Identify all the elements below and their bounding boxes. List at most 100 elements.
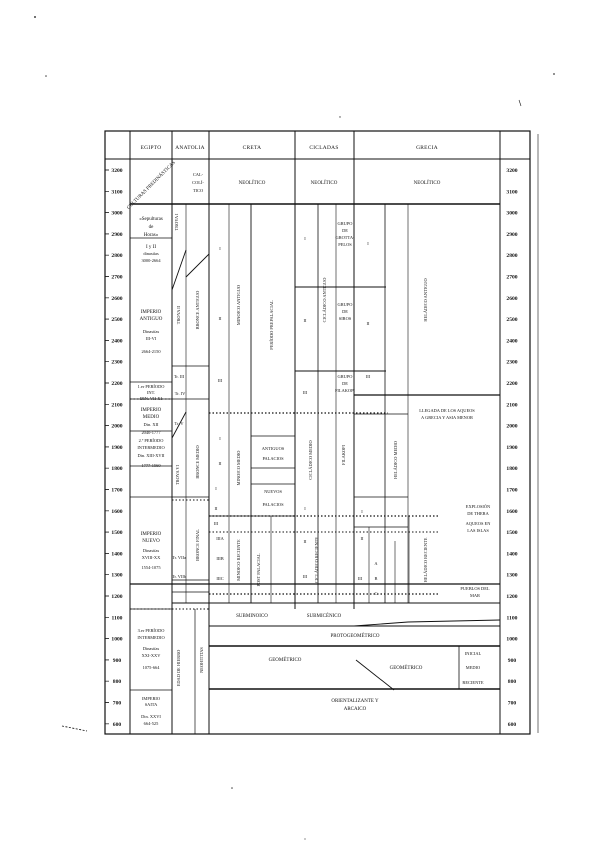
egipto-p1-0: 1.er PERÍODO [138, 384, 165, 389]
cicladas-fila-1: DE [342, 381, 348, 386]
creta-minoico-antiguo: MINOICO ANTIGUO [236, 285, 241, 325]
egipto-p2-3: 1777-1560 [141, 463, 161, 468]
creta-periodo-prepalacial: PERÍODO PREPALACIAL [269, 300, 274, 350]
year-label: 2800 [506, 253, 517, 259]
anatolia-troya-viib: Tr. VIIb [172, 574, 187, 579]
year-label: 1700 [506, 488, 517, 494]
year-label: 1600 [506, 509, 517, 515]
egipto-p1-1: INT. [147, 390, 155, 395]
creta-roman-10: III [214, 521, 219, 526]
grecia-pueblos-1: MAR [470, 593, 480, 598]
egipto-im-3: 2040-1777 [141, 430, 161, 435]
cicladas-roman-4: II [304, 539, 307, 544]
egipto-im-1: MEDIO [143, 415, 160, 420]
anatolia-column: CAL- COLÍ- TICO TROYA I TROYA II BRONCE … [172, 172, 204, 686]
grecia-heladico-reciente: HELÁDICO RECIENTE [423, 537, 428, 582]
year-label: 2000 [506, 424, 517, 430]
year-label: 1400 [111, 551, 122, 557]
grecia-roman-0: I [367, 241, 369, 246]
year-label: 2400 [506, 338, 517, 344]
anatolia-troya-v: Tr. V [174, 421, 184, 426]
year-label: 3000 [506, 211, 517, 217]
egipto-p3-3: XXI-XXV [142, 653, 162, 658]
cicladas-roman-0: I [304, 236, 306, 241]
egipto-sep-5: 3000-2664 [141, 258, 161, 263]
year-label: 800 [113, 679, 122, 685]
grecia-llegada-0: LLEGADA DE LOS AQUEOS [419, 408, 475, 413]
grecia-roman-3: I [361, 509, 363, 514]
cicladas-siros-1: DE [342, 309, 348, 314]
egipto-sep-3: I y II [146, 245, 156, 250]
year-label: 1900 [111, 445, 122, 451]
anatolia-bronce-final: BRONCE FINAL [195, 529, 200, 561]
year-label: 800 [508, 679, 517, 685]
egipto-p1-2: DIN. VII-XI [140, 396, 163, 401]
year-label: 1400 [506, 551, 517, 557]
creta-roman-0: I [219, 246, 221, 251]
cicladas-fila-2: FILAKOPI [335, 388, 356, 393]
year-label: 2400 [111, 338, 122, 344]
year-label: 1000 [506, 637, 517, 643]
egipto-in-2: Dinastías [143, 548, 160, 553]
anatolia-bronce-antiguo: BRONCE ANTIGUO [195, 291, 200, 330]
horizontal-rules [130, 203, 500, 691]
cicladas-roman-5: III [303, 574, 308, 579]
year-label: 1200 [111, 594, 122, 600]
egipto-ia-4: 2664-2150 [141, 349, 161, 354]
cicladas-grotta-1: DE [342, 228, 348, 233]
egipto-is-0: IMPERIO [142, 696, 160, 701]
grecia-column: NEOLÍTICO HELÁDICO ANTIGUO HELÁDICO MEDI… [269, 180, 492, 712]
cicladas-filakopi: FILAKOPI [341, 444, 346, 465]
anatolia-calco-1: COLÍ- [192, 180, 204, 185]
year-label: 2100 [111, 402, 122, 408]
year-label: 1300 [506, 573, 517, 579]
grecia-neolitico: NEOLÍTICO [414, 180, 441, 186]
anatolia-edad-hierro: EDAD DE HIERRO [176, 650, 181, 687]
creta-roman-5: IIIA [216, 536, 224, 541]
year-label: 1800 [506, 466, 517, 472]
egipto-ia-3: III-VI [146, 336, 157, 341]
grecia-explosion-0: EXPLOSIÓN [466, 504, 491, 509]
slanted-lines [171, 249, 501, 691]
creta-roman-3: I [219, 436, 221, 441]
year-label: 1500 [506, 530, 517, 536]
creta-nuevos-0: NUEVOS [264, 489, 282, 494]
creta-roman-4: II [219, 461, 222, 466]
egipto-sep-2: Horas» [144, 233, 159, 238]
year-label: 2700 [111, 275, 122, 281]
grecia-roman-5: III [358, 576, 363, 581]
creta-minoico-medio: MINOICO MEDIO [236, 451, 241, 486]
year-label: 1600 [111, 509, 122, 515]
header-egipto: EGIPTO [141, 145, 162, 151]
egipto-im-2: Din. XII [144, 422, 159, 427]
creta-roman-1: II [219, 316, 222, 321]
anatolia-troya-vi: TROYA VI [175, 464, 180, 485]
cicladas-fila-0: GRUPO [338, 374, 353, 379]
cicladas-roman-3: I [304, 506, 306, 511]
year-label: 900 [113, 658, 122, 664]
year-axis-right: 3200310030002900280027002600250024002300… [105, 168, 518, 728]
creta-nuevos-1: PALACIOS [262, 502, 284, 507]
grecia-orientalizante-1: ARCAICO [344, 707, 367, 712]
anatolia-troya-iv: Tr. IV [175, 391, 186, 396]
egipto-p2-1: INTERMEDIO [137, 445, 164, 450]
year-label: 1300 [111, 573, 122, 579]
cicladas-grotta-2: GROTTA- [336, 235, 355, 240]
year-label: 3000 [111, 211, 122, 217]
creta-subminoico: SUBMINOICO [236, 614, 268, 619]
egipto-culturas: CULTURAS PREDINÁSTICAS [126, 160, 177, 211]
year-label: 2500 [506, 317, 517, 323]
egipto-in-0: IMPERIO [141, 532, 162, 537]
creta-antiguos-1: PALACIOS [262, 456, 284, 461]
grecia-geometrico: GEOMÉTRICO [390, 665, 423, 671]
cicladas-cicladico-reciente: CICLÁDICO RECIENTE [314, 537, 319, 584]
egipto-sep-1: de [149, 225, 155, 230]
anatolia-calco-2: TICO [193, 188, 203, 193]
egipto-p2-2: Din. XIII-XVII [137, 453, 165, 458]
year-label: 600 [508, 722, 517, 728]
creta-antiguos-0: ANTIGUOS [262, 446, 285, 451]
egipto-p3-0: 3.er PERÍODO [138, 628, 165, 633]
table-frame [104, 130, 539, 735]
cicladas-cicladico-medio: CICLÁDICO MEDIO [308, 440, 313, 479]
